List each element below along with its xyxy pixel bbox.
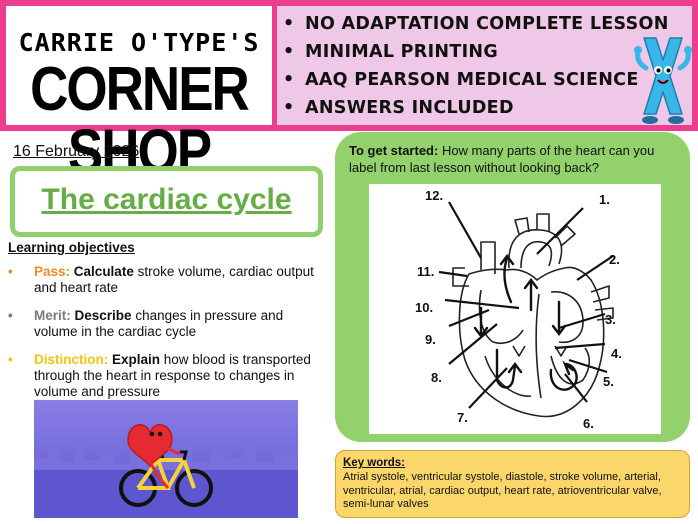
diagram-label-10: 10. [415,300,433,315]
diagram-label-6: 6. [583,416,594,431]
lesson-date: 16 February 2026 [13,143,140,160]
diagram-label-7: 7. [457,410,468,425]
feature-item: •MINIMAL PRINTING [283,42,499,62]
diagram-label-9: 9. [425,332,436,347]
brand-name-bottom: CORNER SHOP [30,54,250,187]
heart-diagram: 1. 2. 3. 4. 5. 6. 7. 8. 9. 10. 11. 12. [369,184,661,434]
diagram-label-2: 2. [609,252,620,267]
heart-cycling-illustration [34,400,298,518]
keywords-heading: Key words: [343,457,405,469]
diagram-label-1: 1. [599,192,610,207]
keywords-text: Atrial systole, ventricular systole, dia… [343,471,662,510]
header-banner: CARRIE O'TYPE'S CORNER SHOP •NO ADAPTATI… [0,0,698,183]
objective-distinction: • Distinction: Explain how blood is tran… [8,352,311,399]
keywords-panel: Key words: Atrial systole, ventricular s… [335,450,690,518]
diagram-label-11: 11. [417,264,434,279]
objective-pass: • Pass: Calculate stroke volume, cardiac… [8,264,314,295]
feature-panel: •NO ADAPTATION COMPLETE LESSON •MINIMAL … [277,6,692,125]
diagram-label-5: 5. [603,374,614,389]
feature-list: •NO ADAPTATION COMPLETE LESSON •MINIMAL … [283,10,669,122]
starter-panel: To get started: How many parts of the he… [335,132,690,442]
bullet-icon: • [8,308,13,323]
feature-item: •AAQ PEARSON MEDICAL SCIENCE [283,70,639,90]
diagram-label-12: 12. [425,188,443,203]
feature-item: •ANSWERS INCLUDED [283,98,514,118]
feature-item: •NO ADAPTATION COMPLETE LESSON [283,14,669,34]
bullet-icon: • [8,352,13,367]
diagram-label-8: 8. [431,370,442,385]
brand-logo: CARRIE O'TYPE'S CORNER SHOP [6,6,272,183]
objectives-heading: Learning objectives [8,240,135,255]
diagram-label-4: 4. [611,346,622,361]
brand-name-top: CARRIE O'TYPE'S [18,28,260,57]
letter-x-mascot-icon [634,37,692,124]
objective-merit: • Merit: Describe changes in pressure an… [8,308,284,339]
title-box: The cardiac cycle [10,166,323,237]
lesson-title: The cardiac cycle [41,183,292,216]
objectives-list: • Pass: Calculate stroke volume, cardiac… [8,264,328,412]
starter-prompt: To get started: How many parts of the he… [349,143,655,175]
bullet-icon: • [8,264,13,279]
diagram-label-3: 3. [605,312,616,327]
